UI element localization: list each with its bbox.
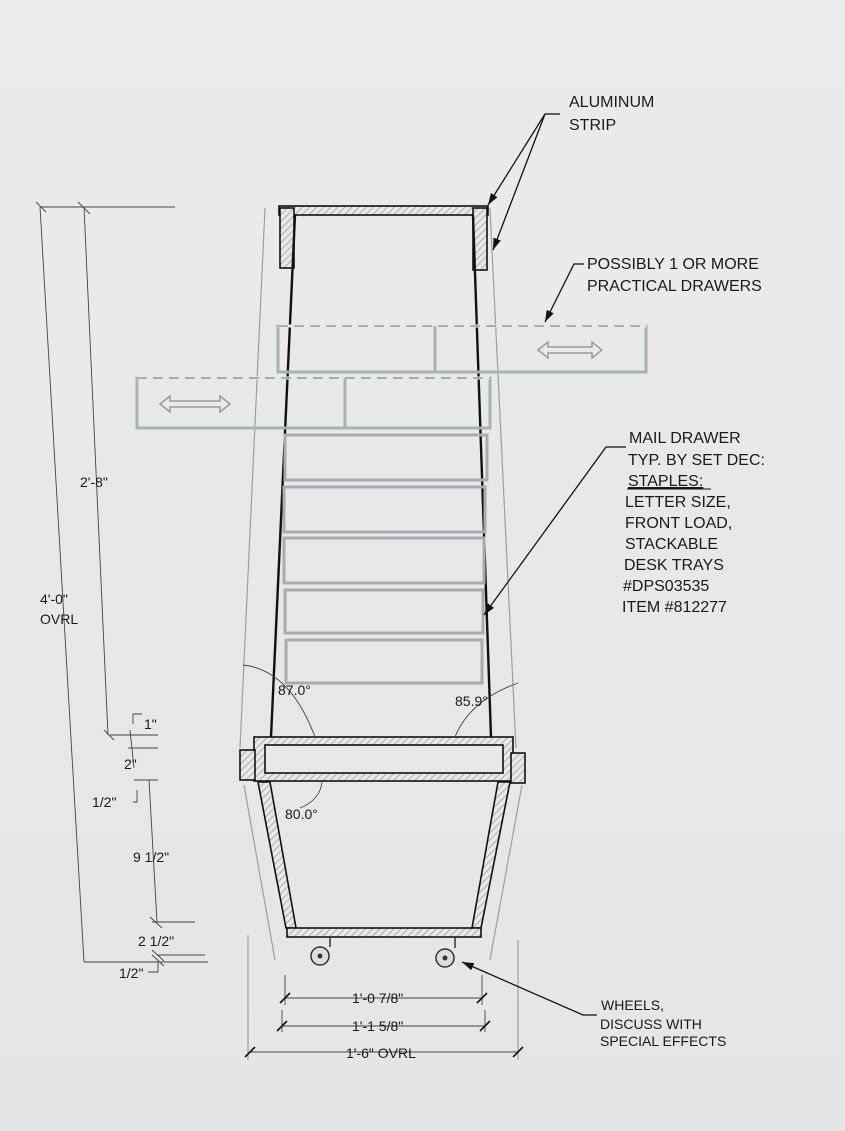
horizontal-dimensions — [244, 975, 524, 1058]
label-mail-drawer: MAIL DRAWER TYP. BY SET DEC: STAPLES: LE… — [622, 430, 765, 616]
dim-2-half-in: 2 1/2" — [138, 933, 174, 949]
mail-trays — [282, 433, 489, 685]
double-arrow-icon — [158, 394, 232, 414]
label-aluminum-strip-1: ALUMINUM — [569, 94, 654, 111]
practical-drawer-lower — [135, 376, 492, 430]
dim-9-half-in: 9 1/2" — [133, 849, 169, 865]
cabinet-body — [269, 214, 493, 738]
dim-1in: 1" — [144, 716, 157, 732]
vertical-dimensions — [35, 201, 208, 973]
practical-drawer-upper — [276, 324, 648, 374]
dim-width-overall: 1'-6" OVRL — [346, 1045, 416, 1061]
dim-half-in-lower: 1/2" — [119, 965, 143, 981]
mail-drawer-line: MAIL DRAWER — [629, 430, 741, 447]
mail-drawer-line: TYP. BY SET DEC: — [628, 452, 765, 469]
top-cap — [278, 205, 489, 271]
double-arrow-icon — [536, 340, 604, 360]
label-aluminum-strip-2: STRIP — [569, 117, 616, 134]
dim-2in: 2" — [124, 756, 137, 772]
mail-drawer-line: FRONT LOAD, — [625, 515, 732, 532]
label-wheels-1: WHEELS, — [601, 997, 664, 1013]
dim-overall-height-ovrl: OVRL — [40, 611, 78, 627]
label-wheels-3: SPECIAL EFFECTS — [600, 1033, 726, 1049]
mail-drawer-line: STACKABLE — [625, 536, 718, 553]
mail-drawer-line: STAPLES: — [628, 473, 703, 490]
angle-left-upper: 87.0° — [278, 682, 311, 698]
mail-drawer-line: #DPS03535 — [623, 578, 709, 595]
ghost-outline — [239, 207, 523, 1060]
leader-lines — [461, 113, 626, 1016]
angle-markers — [242, 664, 519, 809]
dim-width-mid: 1'-1 5/8" — [352, 1018, 403, 1034]
lower-box — [257, 781, 511, 938]
dim-half-in-upper: 1/2" — [92, 794, 116, 810]
dim-overall-height: 4'-0" — [40, 591, 68, 607]
mail-drawer-line: DESK TRAYS — [624, 557, 724, 574]
mail-drawer-line: LETTER SIZE, — [625, 494, 731, 511]
angle-right-upper: 85.9° — [455, 693, 488, 709]
label-practical-drawers-1: POSSIBLY 1 OR MORE — [587, 256, 759, 273]
base-frame — [239, 736, 526, 784]
dim-width-inner: 1'-0 7/8" — [352, 990, 403, 1006]
mail-drawer-line: ITEM #812277 — [622, 599, 727, 616]
label-wheels-2: DISCUSS WITH — [600, 1016, 702, 1032]
label-practical-drawers-2: PRACTICAL DRAWERS — [587, 278, 762, 295]
dim-upper-height: 2'-8" — [80, 474, 108, 490]
wheel-icon — [430, 936, 456, 968]
wheel-icon — [305, 936, 331, 966]
angle-lower: 80.0° — [285, 806, 318, 822]
